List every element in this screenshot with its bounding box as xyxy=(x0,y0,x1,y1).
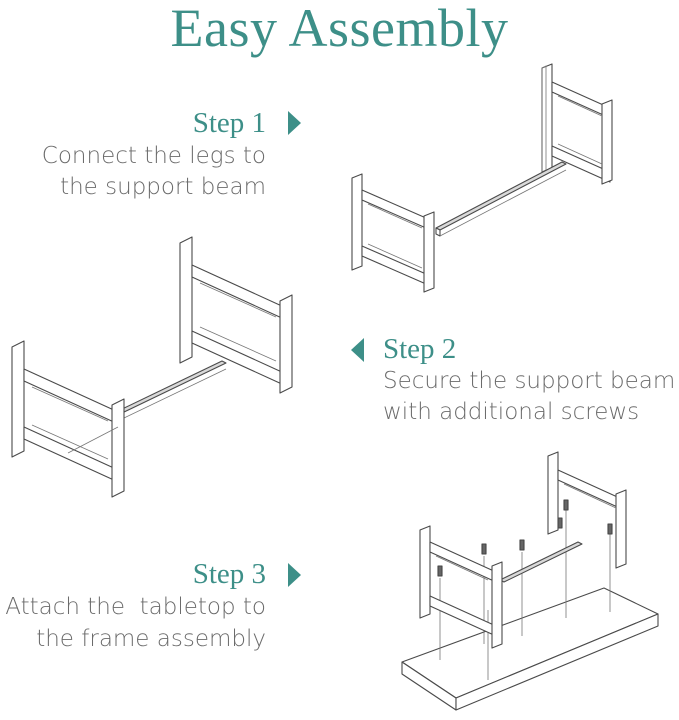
tabletop xyxy=(401,587,659,711)
arrow-right-icon xyxy=(288,563,301,587)
step-2-illustration xyxy=(11,236,293,498)
page-title: Easy Assembly xyxy=(170,0,509,58)
front-leg-frame xyxy=(11,340,125,498)
step-3-illustration xyxy=(401,451,659,711)
step-2-line-1: Secure the support beam xyxy=(383,368,676,394)
step-1-line-1: Connect the legs to xyxy=(41,143,266,169)
arrow-left-icon xyxy=(351,338,364,362)
support-beam xyxy=(435,161,567,237)
support-beam xyxy=(499,541,583,583)
back-leg-frame xyxy=(179,236,293,394)
step-1-heading: Step 1 xyxy=(192,107,266,139)
step-3-heading: Step 3 xyxy=(192,558,266,590)
step-3-line-1: Attach the tabletop to xyxy=(5,594,266,620)
step-2-heading: Step 2 xyxy=(383,333,457,365)
back-leg-frame xyxy=(541,63,613,185)
step-1-illustration xyxy=(351,63,613,293)
arrow-right-icon xyxy=(288,111,301,135)
step-2-line-2: with additional screws xyxy=(383,399,640,425)
back-leg-frame xyxy=(547,451,627,569)
step-1-line-2: the support beam xyxy=(60,174,266,200)
support-beam xyxy=(117,360,227,420)
front-leg-frame xyxy=(351,173,435,293)
step-3-line-2: the frame assembly xyxy=(36,626,266,652)
front-leg-frame xyxy=(419,525,503,649)
